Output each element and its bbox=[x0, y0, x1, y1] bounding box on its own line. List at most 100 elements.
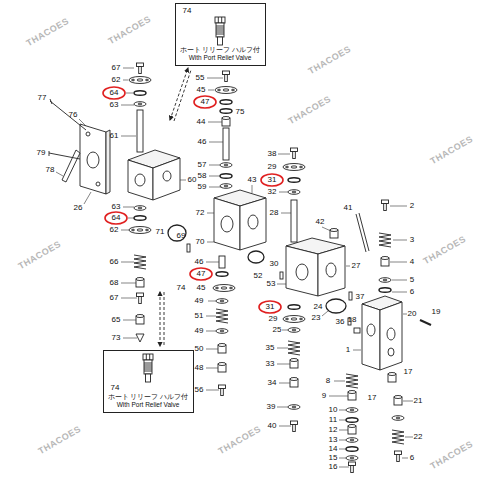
valve-parts bbox=[288, 341, 300, 355]
callout-number: 55 bbox=[196, 74, 205, 82]
highlight-circle bbox=[259, 301, 281, 313]
valve-body bbox=[296, 264, 308, 280]
valve-parts bbox=[290, 359, 298, 369]
valve-parts bbox=[129, 77, 151, 84]
callout-number: 8 bbox=[326, 377, 330, 385]
valve-parts bbox=[288, 190, 300, 195]
valve-parts bbox=[216, 272, 228, 277]
callout-number: 12 bbox=[329, 426, 338, 434]
spool bbox=[137, 110, 143, 152]
valve-body bbox=[128, 160, 153, 200]
callout-number: 1 bbox=[346, 346, 350, 354]
callout-number: 4 bbox=[410, 258, 414, 266]
valve-parts bbox=[134, 216, 146, 221]
valve-parts bbox=[348, 391, 356, 401]
callout-number: 17 bbox=[404, 368, 413, 376]
valve-parts bbox=[349, 462, 356, 473]
callout-box: 74ホート リリーフ ハルフ付With Port Relief Valve bbox=[175, 3, 266, 66]
watermark: THACOES bbox=[17, 239, 63, 271]
callout-number: 75 bbox=[236, 108, 245, 116]
callout-number: 39 bbox=[267, 403, 276, 411]
valve-parts bbox=[216, 329, 228, 334]
valve-parts bbox=[220, 163, 232, 168]
watermark: THACOES bbox=[429, 134, 475, 166]
cover-plate bbox=[62, 150, 80, 182]
valve-parts bbox=[346, 438, 358, 443]
valve-parts bbox=[136, 334, 144, 342]
callout-number: 47 bbox=[201, 98, 210, 106]
watermark: THACOES bbox=[429, 439, 475, 471]
valve-parts bbox=[326, 299, 346, 313]
valve-parts bbox=[222, 117, 230, 127]
cover-plate bbox=[49, 99, 52, 156]
cover-plate bbox=[49, 101, 86, 159]
valve-body bbox=[367, 324, 375, 336]
spool bbox=[291, 200, 297, 242]
valve-parts bbox=[218, 363, 226, 373]
callout-number: 40 bbox=[268, 422, 277, 430]
callout-number: 42 bbox=[316, 218, 325, 226]
valve-parts bbox=[136, 278, 144, 288]
valve-parts bbox=[136, 315, 144, 325]
box-caption: ホート リリーフ ハルフ付 bbox=[107, 393, 190, 401]
valve-parts bbox=[346, 418, 358, 423]
valve-parts bbox=[223, 71, 230, 82]
highlight-circle bbox=[103, 87, 283, 313]
callout-number: 5 bbox=[410, 276, 414, 284]
watermark: THACOES bbox=[25, 16, 71, 48]
callout-number: 27 bbox=[352, 262, 361, 270]
callout-number: 44 bbox=[197, 118, 206, 126]
callout-number: 16 bbox=[329, 463, 338, 471]
callout-number: 33 bbox=[266, 360, 275, 368]
callout-number: 63 bbox=[112, 203, 121, 211]
callout-number: 25 bbox=[273, 326, 282, 334]
callout-number: 70 bbox=[196, 238, 205, 246]
valve-parts bbox=[215, 17, 225, 45]
valve-body bbox=[286, 246, 318, 296]
highlight-circle bbox=[190, 268, 212, 280]
callout-number: 31 bbox=[268, 176, 277, 184]
valve-parts bbox=[283, 164, 305, 171]
valve-parts bbox=[168, 225, 186, 241]
callout-number: 28 bbox=[270, 209, 279, 217]
callout-number: 73 bbox=[112, 334, 121, 342]
dashed-arrow bbox=[174, 70, 191, 121]
callout-number: 9 bbox=[322, 392, 326, 400]
callout-number: 74 bbox=[177, 284, 186, 292]
callout-number: 6 bbox=[410, 288, 414, 296]
callout-number: 19 bbox=[432, 308, 441, 316]
valve-parts bbox=[330, 229, 338, 239]
callout-number: 49 bbox=[195, 327, 204, 335]
valve-body bbox=[387, 328, 395, 340]
valve-parts bbox=[346, 408, 358, 413]
callout-number: 2 bbox=[410, 202, 414, 210]
callout-number: 46 bbox=[198, 138, 207, 146]
highlight-circle bbox=[261, 174, 283, 186]
cover-plate bbox=[80, 124, 106, 194]
valve-parts bbox=[392, 430, 404, 444]
valve-parts bbox=[394, 396, 402, 406]
callout-number: 49 bbox=[195, 297, 204, 305]
valve-parts bbox=[346, 456, 358, 461]
callout-number: 78 bbox=[46, 166, 55, 174]
valve-parts bbox=[220, 109, 232, 114]
illustration-space bbox=[107, 353, 190, 383]
callout-number: 67 bbox=[112, 64, 121, 72]
callout-number: 65 bbox=[112, 316, 121, 324]
callout-number: 79 bbox=[37, 149, 46, 157]
valve-parts bbox=[129, 227, 151, 234]
valve-parts bbox=[219, 385, 226, 396]
valve-body bbox=[128, 150, 402, 370]
callout-number: 69 bbox=[177, 232, 186, 240]
spool bbox=[137, 110, 297, 268]
highlight-circle bbox=[103, 87, 125, 99]
valve-parts bbox=[137, 63, 144, 74]
valve-body bbox=[214, 198, 240, 250]
callout-number: 51 bbox=[195, 312, 204, 320]
callout-number: 23 bbox=[312, 314, 321, 322]
valve-parts bbox=[379, 288, 391, 293]
dashed-arrow bbox=[160, 68, 191, 346]
leader-line bbox=[56, 68, 413, 467]
callout-number: 77 bbox=[38, 94, 47, 102]
callout-number: 64 bbox=[110, 89, 119, 97]
